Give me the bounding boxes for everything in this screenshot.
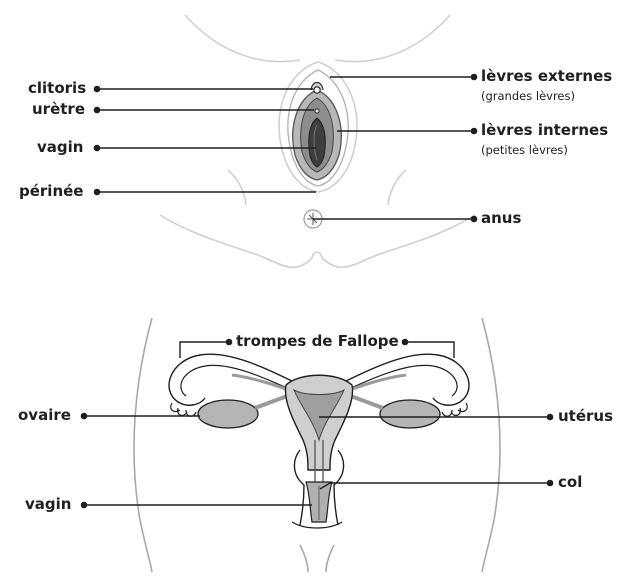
clitoris-mark [314, 87, 320, 93]
label-uterus: utérus [558, 407, 613, 425]
label-perinee: périnée [19, 182, 83, 200]
label-levres-internes-sub: (petites lèvres) [481, 143, 568, 157]
vulva-illustration [293, 83, 341, 229]
internal-organs [169, 354, 469, 525]
label-anus: anus [481, 209, 521, 227]
label-levres-externes-sub: (grandes lèvres) [481, 89, 575, 103]
label-levres-internes: lèvres internes [481, 121, 608, 139]
label-ovaire: ovaire [18, 406, 71, 424]
label-vagin-internal: vagin [25, 495, 71, 513]
uretre-mark [315, 109, 319, 113]
label-uretre: urètre [32, 100, 85, 118]
label-vagin-external: vagin [37, 138, 83, 156]
label-levres-externes: lèvres externes [481, 67, 612, 85]
label-clitoris: clitoris [28, 79, 86, 97]
label-col: col [558, 473, 582, 491]
label-trompes-de-fallope: trompes de Fallope [236, 332, 399, 350]
external-leader-lines [94, 74, 476, 221]
